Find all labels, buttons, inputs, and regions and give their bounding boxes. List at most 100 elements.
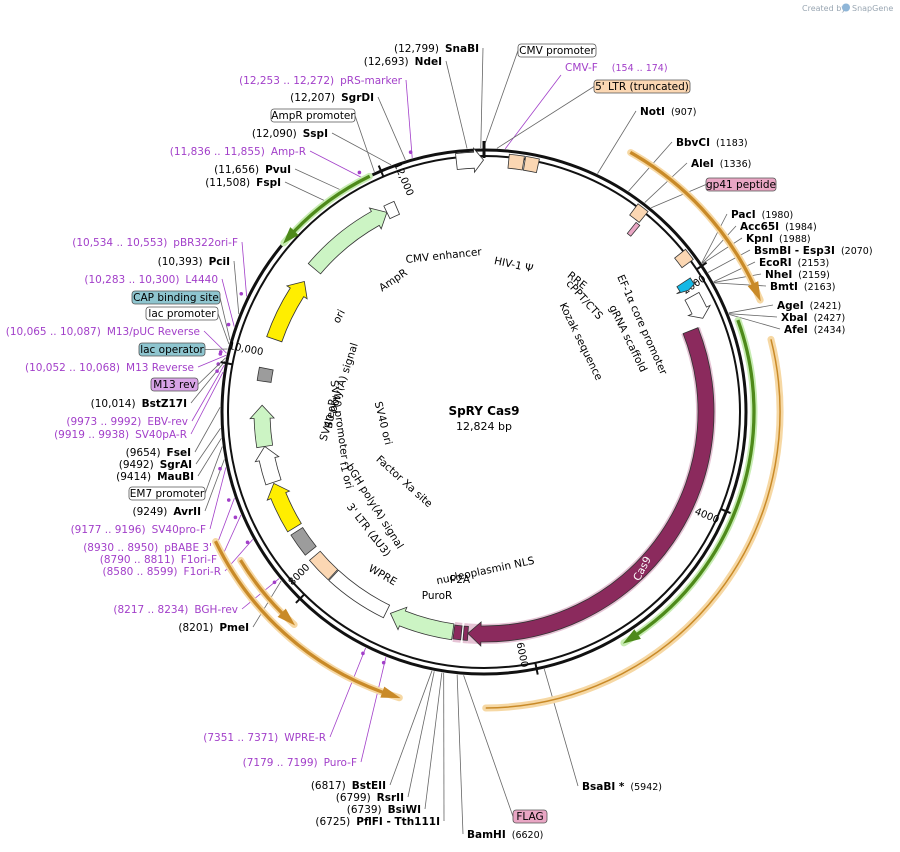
enzyme-site-label: (11,508)FspI (205, 177, 281, 189)
primer-mark (272, 580, 277, 585)
site-position: (7351 .. 7371) (203, 732, 278, 744)
site-position: (2427) (814, 313, 846, 324)
feature-tag-box (593, 79, 691, 94)
svg-text:BsaBI *(5942): BsaBI *(5942) (582, 781, 662, 793)
feature-rre (629, 203, 649, 223)
svg-text:(10,014)BstZ17I: (10,014)BstZ17I (91, 398, 187, 410)
site-name: AgeI (777, 300, 804, 312)
label-leader-lines (190, 47, 781, 835)
enzyme-site-label: PacI(1980) (731, 209, 793, 221)
feature-tag-box (131, 290, 221, 305)
svg-text:(8217 .. 8234)BGH-rev: (8217 .. 8234)BGH-rev (113, 604, 238, 616)
ruler-label: 6000 (514, 641, 530, 668)
site-position: (8201) (178, 622, 213, 634)
ruler-tick (696, 261, 708, 271)
feature-nucleoplasmin-nls (462, 625, 469, 641)
enzyme-site-label: NotI (907) (640, 106, 696, 118)
site-position: (9919 .. 9938) (54, 429, 129, 441)
svg-text:(9973 .. 9992)EBV-rev: (9973 .. 9992)EBV-rev (66, 416, 188, 428)
feature-hiv-1- (507, 153, 525, 171)
leader-line (701, 225, 737, 264)
primer-site-label: CMV-F(154 .. 174) (565, 62, 668, 74)
site-name: PflFI - Tth111I (356, 816, 440, 828)
svg-text:(7351 .. 7371)WPRE-R: (7351 .. 7371)WPRE-R (203, 732, 326, 744)
site-position: (1336) (720, 159, 752, 170)
site-name: NotI (640, 106, 665, 118)
svg-text:(7179 .. 7199)Puro-F: (7179 .. 7199)Puro-F (243, 757, 357, 769)
enzyme-site-label: (10,393)PciI (158, 256, 230, 268)
feature-label: HIV-1 Ψ (493, 255, 534, 275)
feature-ef-1-core-promoter (684, 291, 712, 319)
svg-text:(12,253 .. 12,272)pRS-marker: (12,253 .. 12,272)pRS-marker (239, 75, 403, 87)
enzyme-site-label: KpnI(1988) (746, 233, 811, 245)
feature-wpre (328, 569, 391, 619)
leader-line (241, 241, 248, 297)
svg-text:(10,065 .. 10,087)M13/pUC Reve: (10,065 .. 10,087)M13/pUC Reverse (6, 326, 200, 338)
enzyme-site-label: BmtI(2163) (770, 281, 835, 293)
site-position: (6739) (347, 804, 382, 816)
primer-site-label: (10,534 .. 10,553)pBR322ori-F (72, 237, 238, 249)
leader-line (203, 330, 227, 354)
leader-line (424, 672, 443, 810)
primer-site-label: (8790 .. 8811)F1ori-F (100, 554, 217, 566)
leader-line (597, 110, 637, 174)
leader-line (480, 47, 484, 149)
site-position: (6620) (512, 830, 544, 841)
credit-text: Created by (802, 4, 846, 13)
feature-ori (266, 281, 308, 343)
site-position: (12,253 .. 12,272) (239, 75, 334, 87)
feature-tag: AmpR promoter (270, 108, 356, 123)
svg-text:(6799)RsrII: (6799)RsrII (336, 792, 404, 804)
feature-tag-text: gp41 peptide (706, 179, 776, 191)
site-name: BstEII (352, 780, 386, 792)
enzyme-site-label: (6817)BstEII (311, 780, 386, 792)
feature-tag: EM7 promoter (128, 486, 206, 501)
primer-mark (408, 150, 413, 154)
svg-text:AfeI(2434): AfeI(2434) (784, 324, 845, 336)
primer-mark (361, 651, 365, 656)
ruler-tick (377, 165, 385, 177)
enzyme-site-label: BamHI(6620) (467, 829, 543, 841)
enzyme-site-label: (9414)MauBI (116, 471, 194, 483)
enzyme-site-label: (12,799)SnaBI (394, 43, 479, 55)
feature-tag: FLAG (512, 809, 548, 824)
site-name: F1ori-R (184, 566, 221, 578)
site-name: pBR322ori-F (173, 237, 238, 249)
feature-sv40-poly-a-signal (256, 366, 274, 383)
site-position: (10,065 .. 10,087) (6, 326, 101, 338)
enzyme-site-label: (10,014)BstZ17I (91, 398, 187, 410)
leader-line (294, 168, 342, 191)
site-position: (12,799) (394, 43, 439, 55)
primer-site-label: (8930 .. 8950)pBABE 3' (83, 542, 212, 554)
svg-text:(10,534 .. 10,553)pBR322ori-F: (10,534 .. 10,553)pBR322ori-F (72, 237, 238, 249)
site-name: FspI (256, 177, 281, 189)
enzyme-site-label: (9249)AvrII (132, 506, 201, 518)
enzyme-site-label: AleI(1336) (691, 158, 751, 170)
site-name: SV40pA-R (135, 429, 187, 441)
enzyme-site-label: BsmBI - Esp3I(2070) (754, 245, 873, 257)
svg-text:(12,207)SgrDI: (12,207)SgrDI (290, 92, 374, 104)
leader-line (329, 647, 366, 738)
svg-text:KpnI(1988): KpnI(1988) (746, 233, 811, 245)
leader-line (233, 260, 240, 315)
site-labels: (12,799)SnaBI(12,693)NdeI (12,253 .. 12,2… (6, 43, 873, 841)
site-name: F1ori-F (181, 554, 217, 566)
site-name: SspI (303, 128, 328, 140)
feature-tag-text: CMV promoter (519, 45, 595, 57)
site-name: Puro-F (324, 757, 357, 769)
enzyme-site-label: (12,693)NdeI (364, 56, 442, 68)
site-name: Acc65I (740, 221, 779, 233)
svg-text:NheI(2159): NheI(2159) (765, 269, 830, 281)
leader-line (191, 364, 225, 422)
primer-mark (357, 170, 362, 175)
site-position: (907) (671, 107, 697, 118)
leader-line (644, 162, 688, 203)
feature-puror (389, 606, 455, 641)
site-position: (12,693) (364, 56, 409, 68)
feature-tag-box (705, 177, 777, 192)
leader-line (728, 313, 778, 318)
feature-tag-text: CAP binding site (133, 292, 219, 304)
svg-text:(12,799)SnaBI: (12,799)SnaBI (394, 43, 479, 55)
